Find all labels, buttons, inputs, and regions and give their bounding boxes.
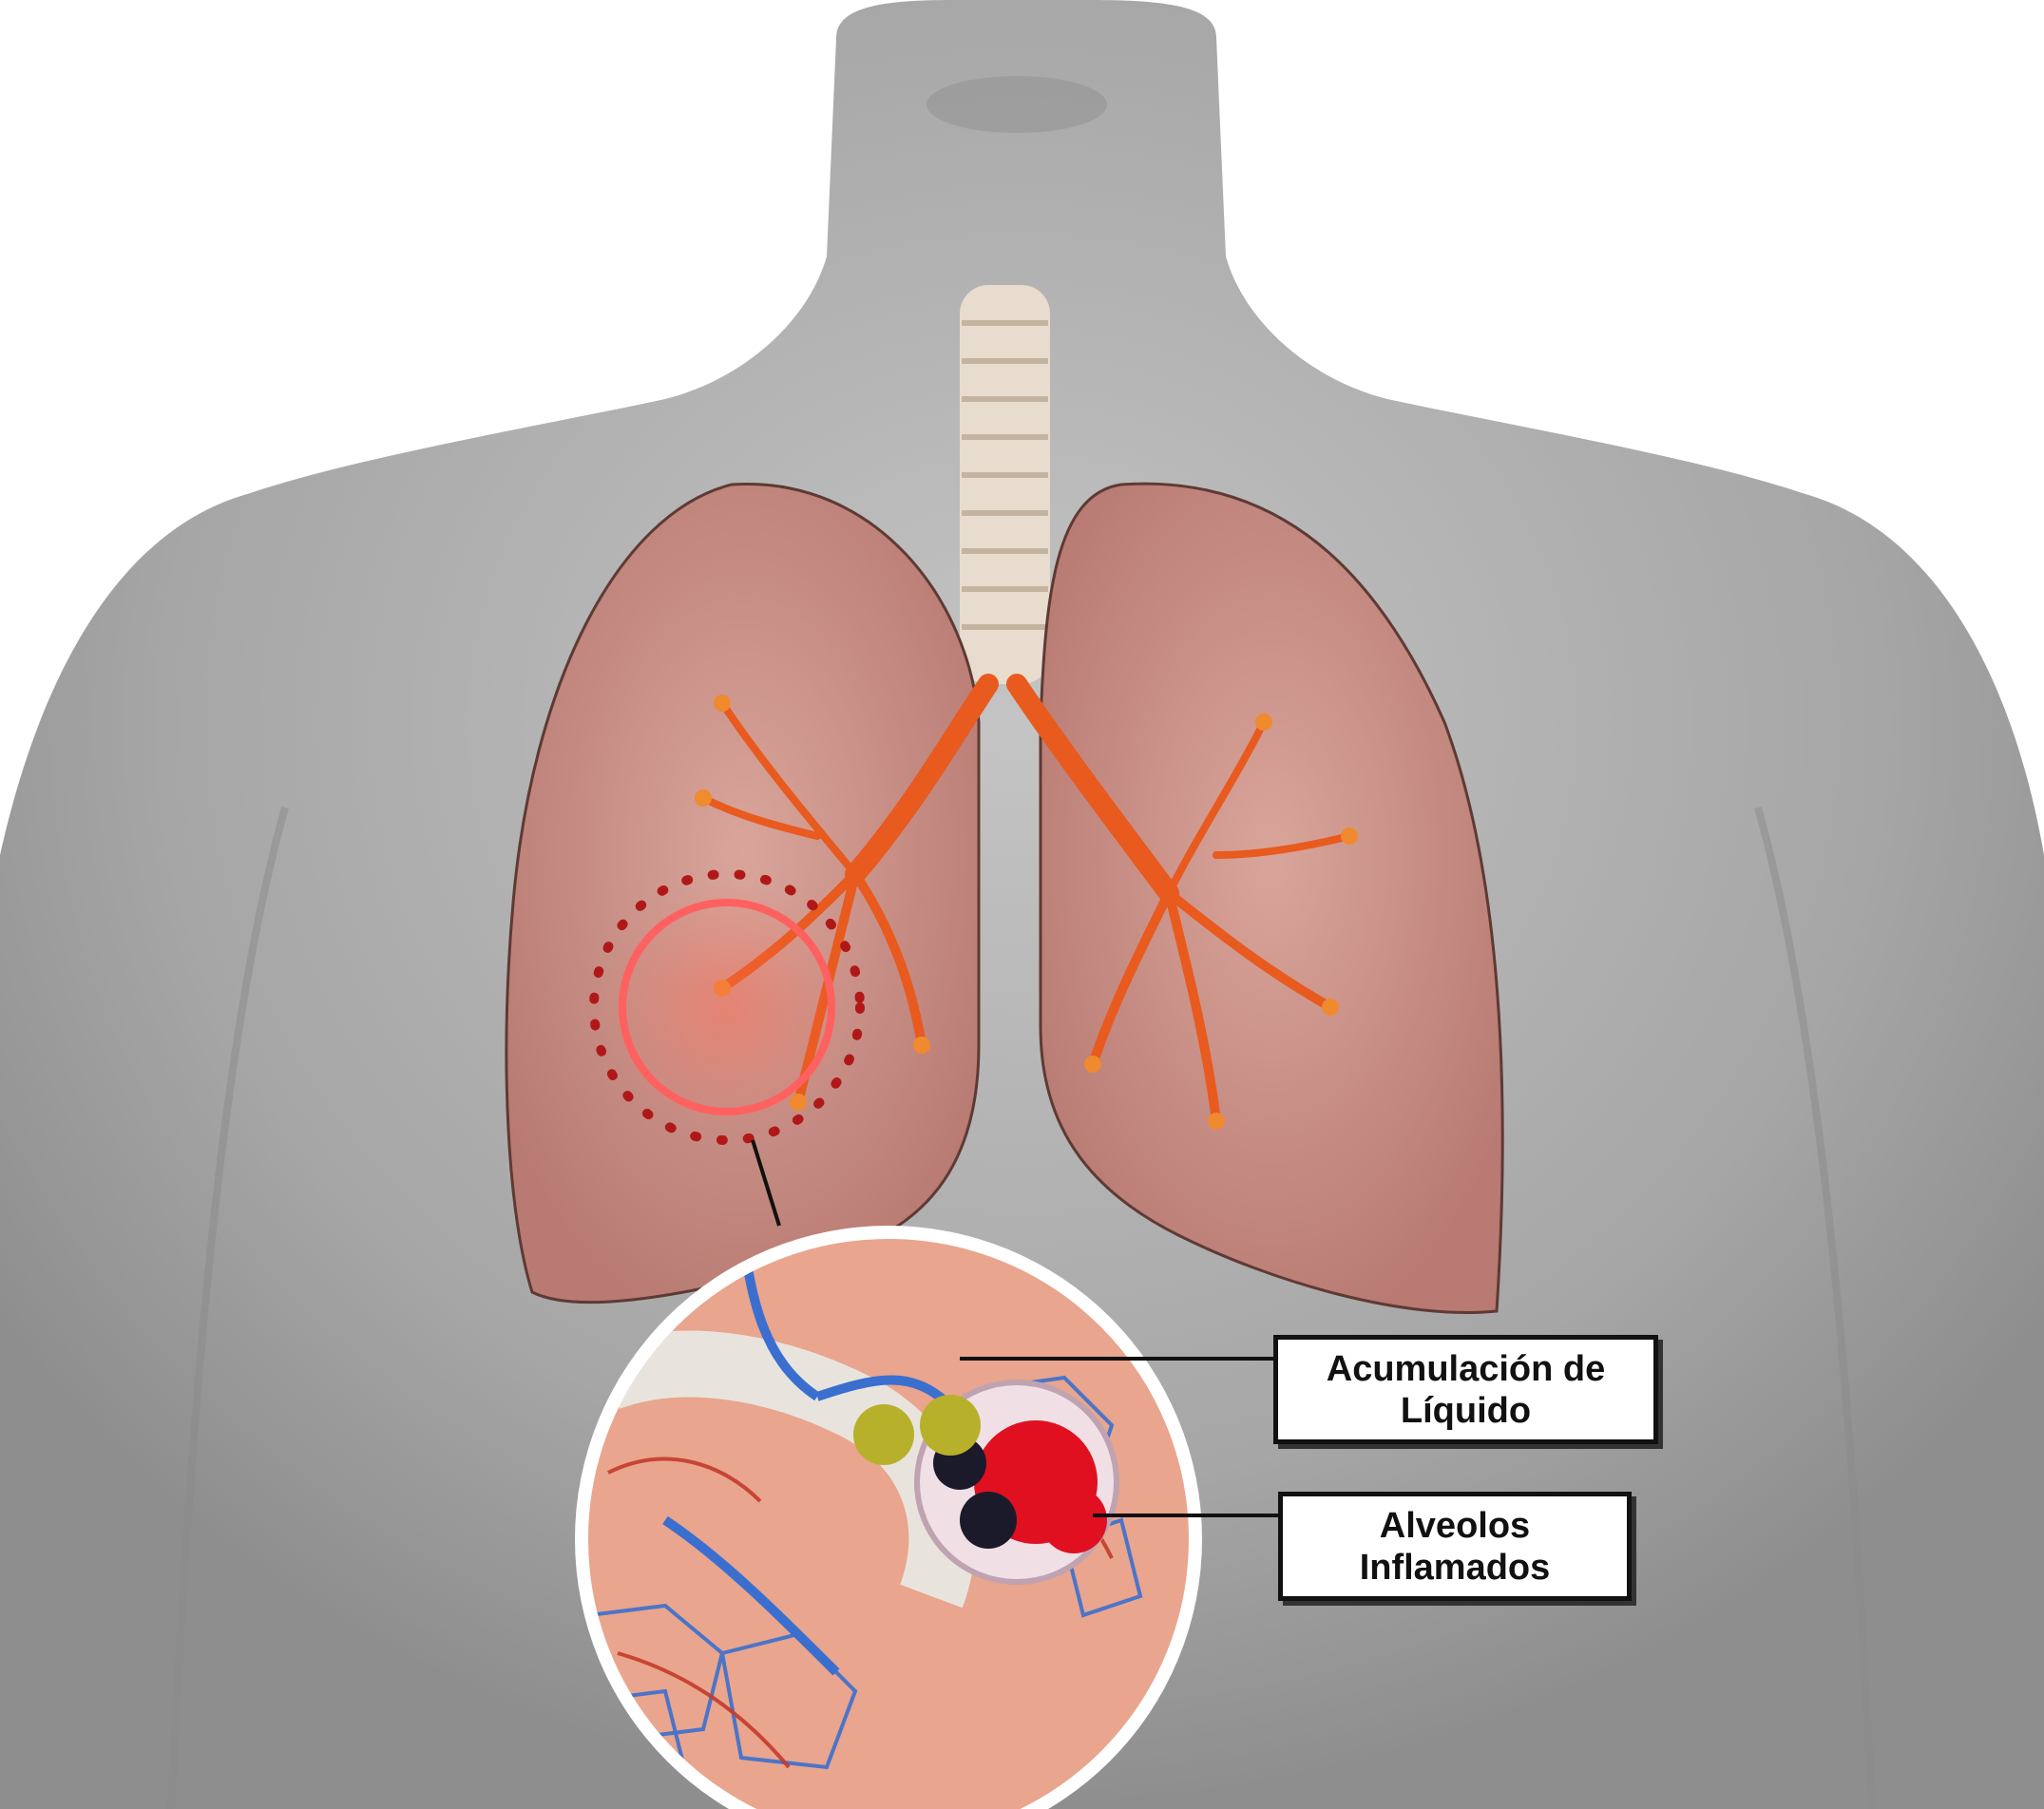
- fluid-label-line1: Acumulación de: [1327, 1348, 1606, 1390]
- alveoli-label-line1: Alveolos: [1380, 1505, 1530, 1547]
- fluid-accumulation-label: Acumulación de Líquido: [1273, 1335, 1658, 1444]
- inflamed-alveoli-label: Alveolos Inflamados: [1278, 1492, 1632, 1601]
- fluid-bubble: [920, 1395, 981, 1456]
- trachea: [960, 285, 1050, 684]
- mouth: [926, 76, 1107, 133]
- fluid-label-line2: Líquido: [1401, 1390, 1531, 1432]
- alveoli-label-line2: Inflamados: [1360, 1547, 1551, 1589]
- fluid-bubble: [853, 1404, 914, 1465]
